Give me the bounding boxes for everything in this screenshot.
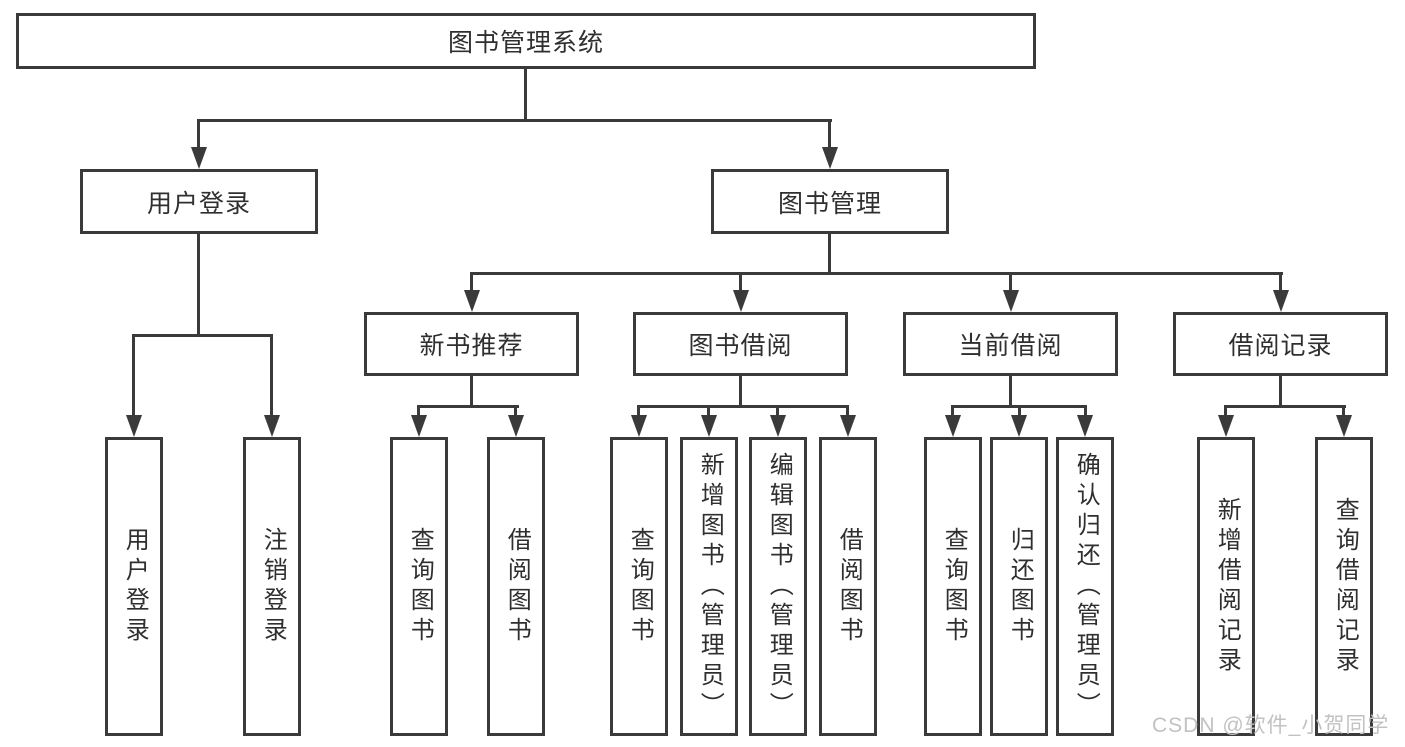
leaf-login-user: 用户登录 <box>105 437 163 736</box>
connector-root-drop-left <box>197 119 200 149</box>
connector-mgmt-branch <box>470 272 1283 275</box>
arrowhead-records-1 <box>1218 415 1234 437</box>
connector-current-stem <box>1009 376 1012 405</box>
connector-login-drop-2 <box>270 334 273 417</box>
connector-borrow-drop-3 <box>776 405 779 417</box>
node-user-login: 用户登录 <box>80 169 318 234</box>
connector-mgmt-drop-1 <box>470 272 473 292</box>
connector-newbook-stem <box>470 376 473 405</box>
leaf-borrow-add: 新增图书（管理员） <box>680 437 738 736</box>
arrowhead-root-left <box>191 147 207 169</box>
connector-current-drop-3 <box>1084 405 1087 417</box>
connector-borrow-drop-1 <box>637 405 640 417</box>
connector-records-branch <box>1224 405 1346 408</box>
leaf-borrow-borrow: 借阅图书 <box>819 437 877 736</box>
connector-records-stem <box>1279 376 1282 405</box>
connector-records-drop-2 <box>1342 405 1345 417</box>
connector-login-branch <box>132 334 273 337</box>
arrowhead-mgmt-4 <box>1273 290 1289 312</box>
connector-records-drop-1 <box>1224 405 1227 417</box>
connector-login-drop-1 <box>132 334 135 417</box>
leaf-login-logout: 注销登录 <box>243 437 301 736</box>
connector-root-branch <box>197 119 832 122</box>
leaf-current-return: 归还图书 <box>990 437 1048 736</box>
arrowhead-root-right <box>822 147 838 169</box>
connector-newbook-drop-2 <box>514 405 517 417</box>
node-current-borrow: 当前借阅 <box>903 312 1118 376</box>
leaf-newbook-borrow: 借阅图书 <box>487 437 545 736</box>
leaf-borrow-edit: 编辑图书（管理员） <box>749 437 807 736</box>
leaf-records-add: 新增借阅记录 <box>1197 437 1255 736</box>
node-new-book-recommend: 新书推荐 <box>364 312 579 376</box>
arrowhead-current-1 <box>945 415 961 437</box>
arrowhead-login-2 <box>264 415 280 437</box>
leaf-newbook-query: 查询图书 <box>390 437 448 736</box>
arrowhead-mgmt-1 <box>464 290 480 312</box>
arrowhead-mgmt-3 <box>1003 290 1019 312</box>
arrowhead-borrow-2 <box>701 415 717 437</box>
node-book-borrow: 图书借阅 <box>633 312 848 376</box>
connector-borrow-drop-2 <box>707 405 710 417</box>
arrowhead-current-3 <box>1077 415 1093 437</box>
connector-borrow-drop-4 <box>846 405 849 417</box>
arrowhead-borrow-1 <box>631 415 647 437</box>
leaf-current-query: 查询图书 <box>924 437 982 736</box>
arrowhead-borrow-3 <box>770 415 786 437</box>
arrowhead-records-2 <box>1336 415 1352 437</box>
connector-current-drop-2 <box>1018 405 1021 417</box>
leaf-current-confirm: 确认归还（管理员） <box>1056 437 1114 736</box>
connector-root-drop-right <box>828 119 831 149</box>
connector-mgmt-drop-4 <box>1279 272 1282 292</box>
connector-newbook-branch <box>417 405 519 408</box>
connector-current-drop-1 <box>951 405 954 417</box>
connector-root-stem <box>524 69 527 119</box>
node-root: 图书管理系统 <box>16 13 1036 69</box>
connector-borrow-stem <box>739 376 742 405</box>
csdn-watermark: CSDN @软件_小贺同学 <box>1152 714 1390 737</box>
connector-mgmt-stem <box>828 234 831 272</box>
arrowhead-current-2 <box>1011 415 1027 437</box>
arrowhead-borrow-4 <box>840 415 856 437</box>
connector-borrow-branch <box>637 405 849 408</box>
connector-mgmt-drop-3 <box>1009 272 1012 292</box>
connector-newbook-drop-1 <box>417 405 420 417</box>
arrowhead-newbook-1 <box>411 415 427 437</box>
leaf-borrow-query: 查询图书 <box>610 437 668 736</box>
node-book-management: 图书管理 <box>711 169 949 234</box>
connector-login-stem <box>197 234 200 334</box>
leaf-records-query: 查询借阅记录 <box>1315 437 1373 736</box>
arrowhead-newbook-2 <box>508 415 524 437</box>
arrowhead-mgmt-2 <box>733 290 749 312</box>
connector-mgmt-drop-2 <box>739 272 742 292</box>
arrowhead-login-1 <box>126 415 142 437</box>
node-borrow-records: 借阅记录 <box>1173 312 1388 376</box>
